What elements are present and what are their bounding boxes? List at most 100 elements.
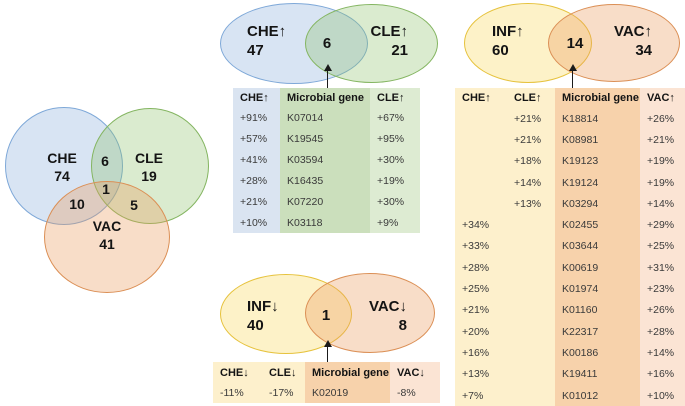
table-up-che-cle: CHE↑ Microbial gene CLE↑ +91% K07014 +67… (233, 88, 420, 233)
pct-cell (455, 129, 507, 151)
pct-cell (507, 384, 555, 406)
venn-down-overlap: 1 (321, 307, 331, 324)
set-label: VAC↓ (368, 298, 407, 315)
column-header: CLE↑ (507, 88, 555, 108)
pct-cell: +67% (370, 107, 420, 128)
gene-cell: K19124 (555, 171, 640, 194)
arrow-line (571, 71, 574, 88)
gene-cell: K03644 (555, 235, 640, 258)
pct-cell: +21% (507, 129, 555, 151)
pct-cell: +28% (455, 257, 507, 279)
venn3-overlap-che-vac: 10 (69, 196, 85, 212)
pct-cell: +14% (507, 171, 555, 194)
pct-cell: +29% (640, 214, 685, 236)
pct-cell: +30% (370, 149, 420, 170)
pct-cell: +13% (507, 193, 555, 215)
venn-down-ellipse-vac (305, 273, 435, 353)
gene-cell: K02019 (305, 383, 390, 403)
up-arrow-icon (323, 64, 332, 88)
gene-cell: K03594 (280, 149, 370, 170)
set-count: 34 (635, 42, 652, 59)
up-arrow-icon (323, 340, 332, 362)
set-label: INF↑ (492, 23, 524, 40)
set-count: 47 (247, 42, 264, 59)
pct-cell (507, 214, 555, 236)
gene-cell: K19545 (280, 128, 370, 149)
pct-cell (507, 278, 555, 300)
gene-cell: K07014 (280, 107, 370, 128)
set-count: 21 (391, 42, 408, 59)
set-label: VAC↑ (613, 23, 652, 40)
table-inf-vac-up: CHE↑ CLE↑ Microbial gene VAC↑ +21% K1881… (455, 88, 685, 406)
gene-cell: K01160 (555, 299, 640, 321)
arrow-line (326, 71, 329, 88)
pct-cell: +21% (640, 129, 685, 151)
set-count: 60 (492, 42, 509, 59)
pct-cell (455, 150, 507, 172)
gene-cell: K03118 (280, 212, 370, 233)
set-count: 74 (54, 168, 70, 184)
column-header: CHE↑ (455, 88, 507, 108)
column-header: CHE↑ (233, 88, 280, 107)
pct-cell: +21% (233, 191, 280, 212)
pct-cell: +7% (455, 384, 507, 406)
pct-cell: +19% (640, 150, 685, 172)
pct-cell (507, 363, 555, 385)
venn-up-overlap: 6 (322, 35, 332, 52)
pct-cell (507, 235, 555, 258)
column-header: CLE↓ (262, 362, 305, 383)
column-header: VAC↑ (640, 88, 685, 108)
pct-cell: +41% (233, 149, 280, 170)
column-header: Microbial gene (305, 362, 390, 383)
set-label: CLE↑ (370, 23, 409, 40)
pct-cell: +25% (455, 278, 507, 300)
set-label: CHE↑ (247, 23, 287, 40)
gene-cell: K19123 (555, 150, 640, 172)
pct-cell: +10% (640, 384, 685, 406)
gene-cell: K03294 (555, 193, 640, 215)
pct-cell: +25% (640, 235, 685, 258)
column-header: VAC↓ (390, 362, 440, 383)
venn-down-inf-label: INF↓ 40 (247, 297, 279, 335)
gene-cell: K22317 (555, 320, 640, 343)
column-header: Microbial gene (555, 88, 640, 108)
pct-cell: +16% (640, 363, 685, 385)
up-arrow-icon (568, 64, 577, 88)
set-count: 8 (398, 317, 407, 334)
column-header: Microbial gene (280, 88, 370, 107)
pct-cell (455, 108, 507, 130)
venn-up-che-label: CHE↑ 47 (247, 22, 286, 60)
pct-cell: +33% (455, 235, 507, 258)
set-count: 40 (247, 317, 264, 334)
pct-cell: +34% (455, 214, 507, 236)
pct-cell: +21% (507, 108, 555, 130)
gene-cell: K07220 (280, 191, 370, 212)
pct-cell: +9% (370, 212, 420, 233)
pct-cell: +14% (640, 342, 685, 364)
arrow-line (326, 347, 329, 362)
arrowhead-icon (568, 64, 577, 71)
arrowhead-icon (323, 64, 332, 71)
set-label: CLE (135, 150, 163, 166)
pct-cell: +19% (370, 170, 420, 191)
gene-cell: K00619 (555, 257, 640, 279)
pct-cell: +23% (640, 278, 685, 300)
pct-cell: +21% (455, 299, 507, 321)
pct-cell: +20% (455, 320, 507, 343)
gene-cell: K16435 (280, 170, 370, 191)
venn-right-overlap: 14 (566, 35, 584, 52)
venn3-circle-vac (44, 181, 170, 293)
pct-cell: +14% (640, 193, 685, 215)
pct-cell: +19% (640, 171, 685, 194)
set-label: INF↓ (247, 298, 279, 315)
column-header: CHE↓ (213, 362, 262, 383)
arrowhead-icon (323, 340, 332, 347)
gene-cell: K01012 (555, 384, 640, 406)
gene-cell: K00186 (555, 342, 640, 364)
gene-cell: K02455 (555, 214, 640, 236)
table-inf-vac-down: CHE↓ CLE↓ Microbial gene VAC↓ -11% -17% … (213, 362, 440, 403)
gene-cell: K18814 (555, 108, 640, 130)
